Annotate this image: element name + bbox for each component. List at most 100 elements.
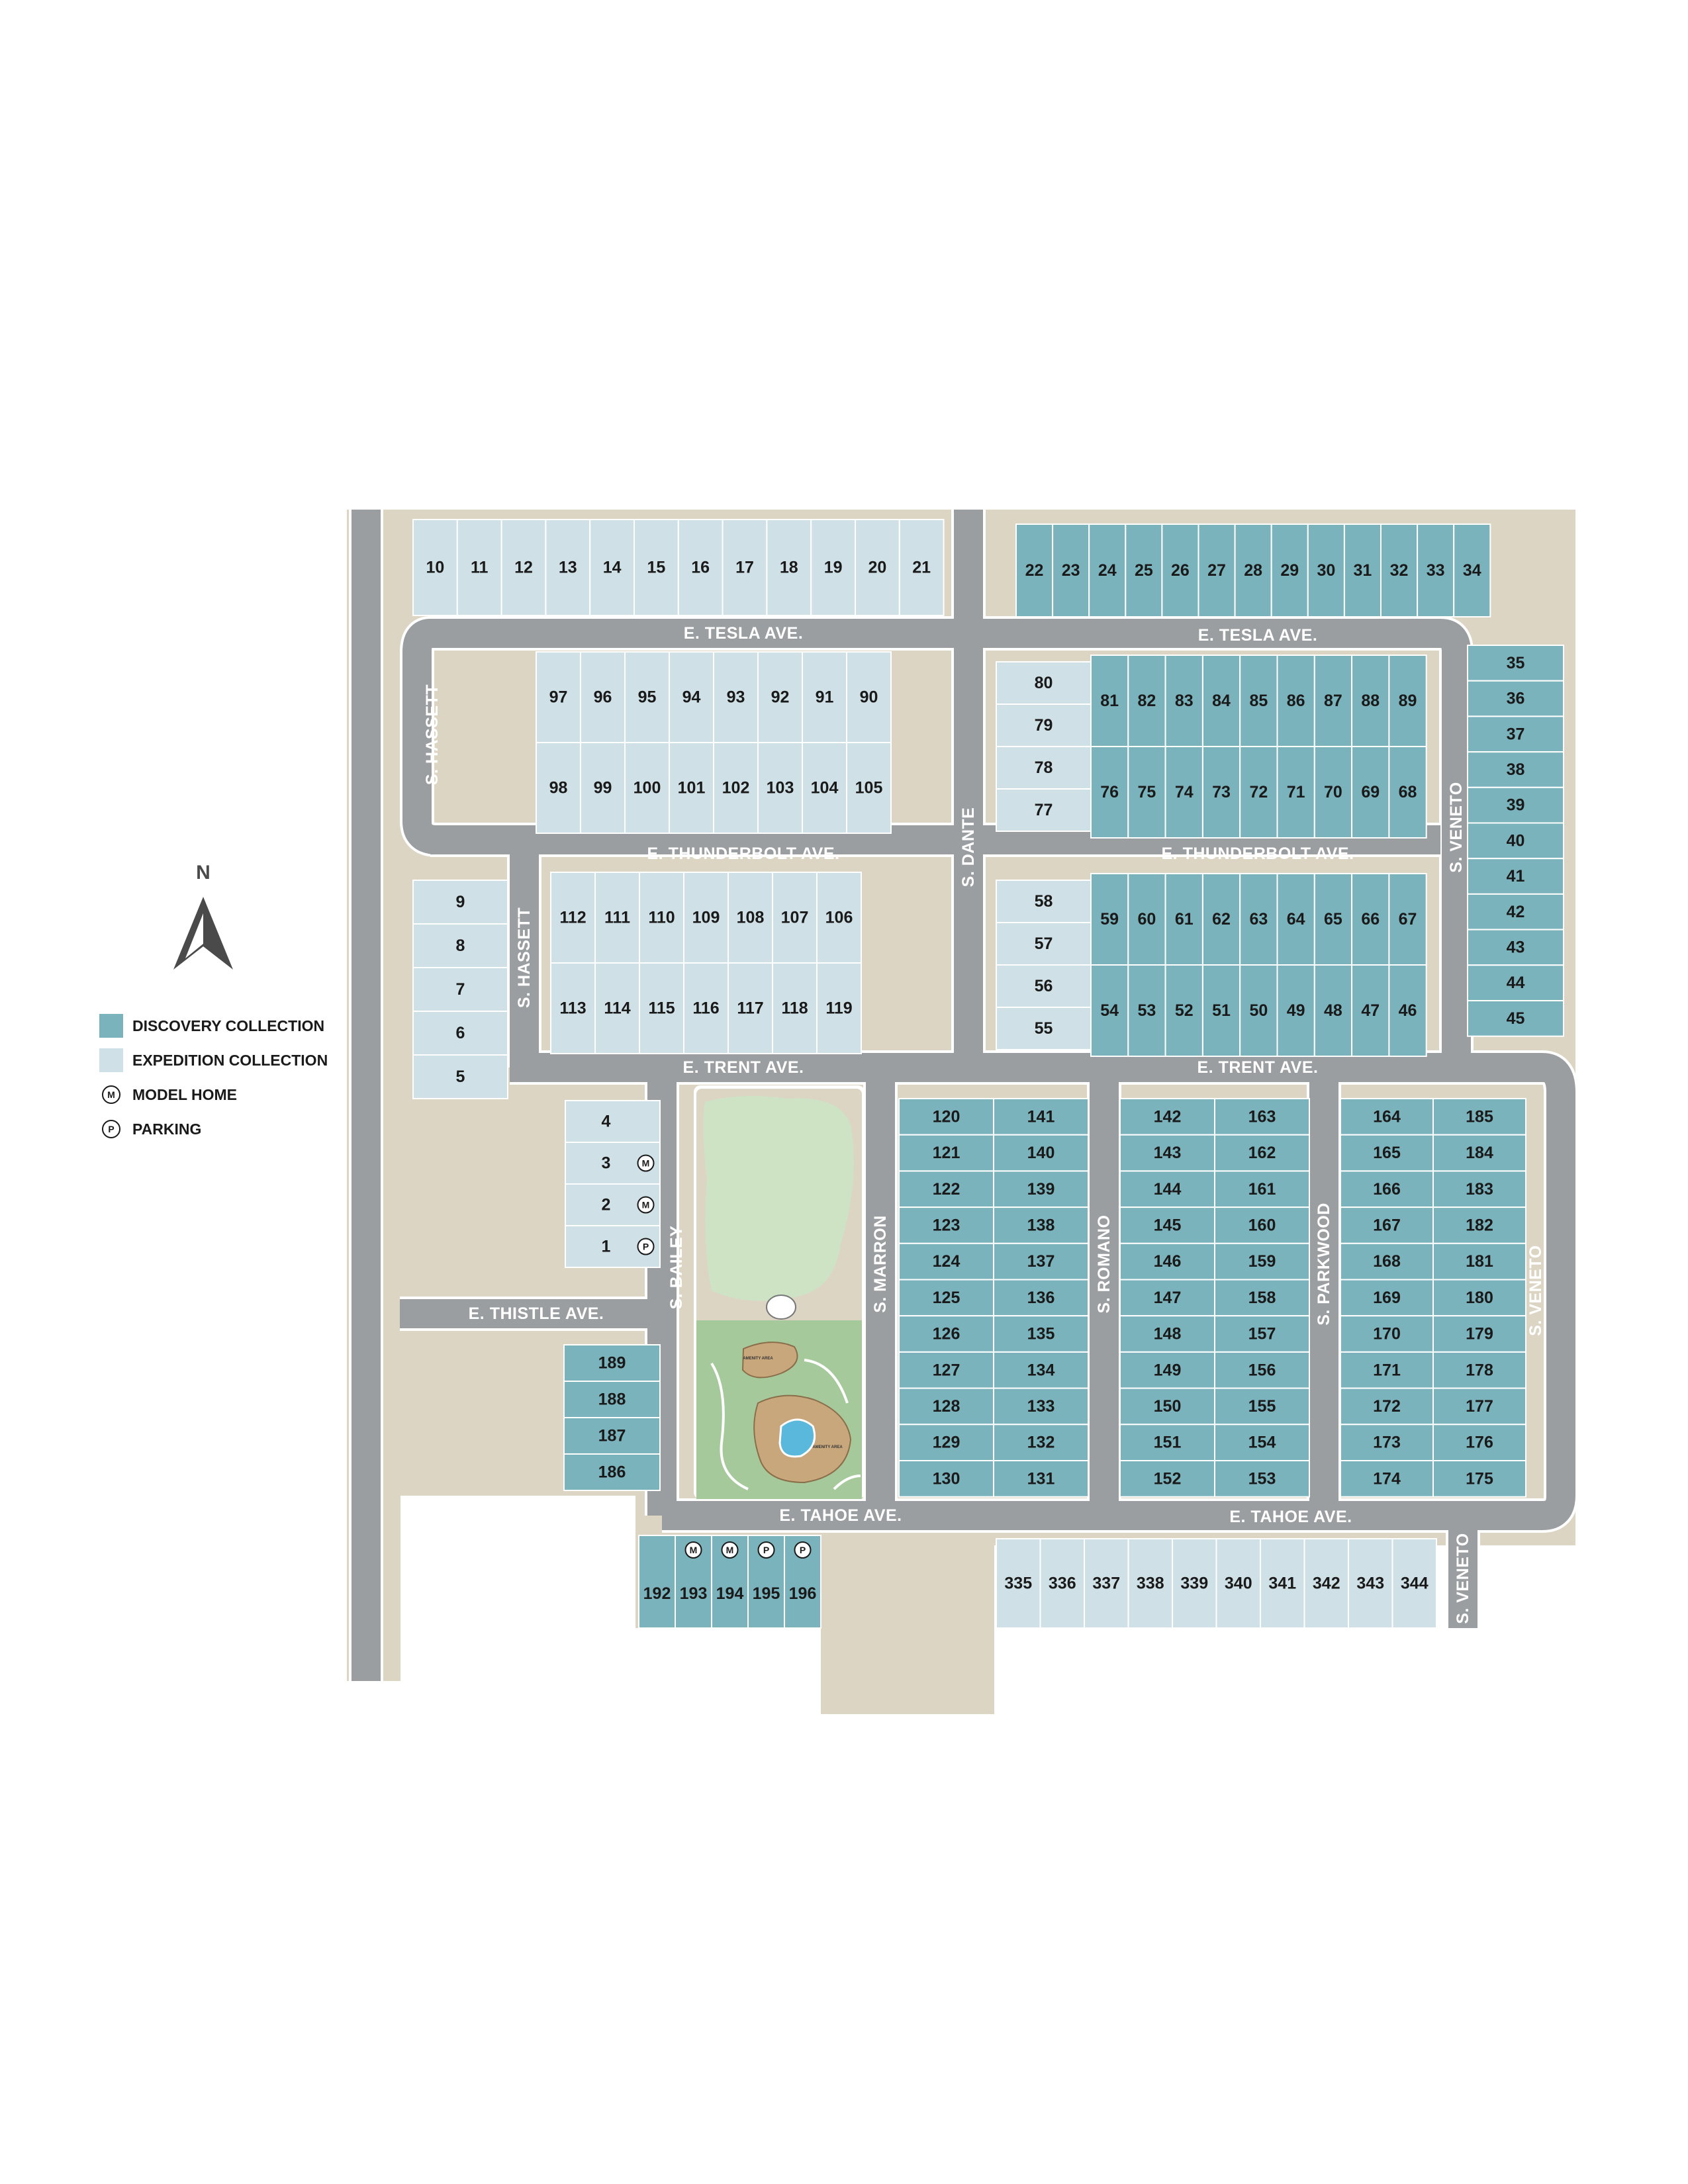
lot-183[interactable] bbox=[1432, 1170, 1526, 1208]
lot-342[interactable] bbox=[1303, 1538, 1349, 1629]
lot-68[interactable] bbox=[1388, 746, 1427, 839]
lot-50[interactable] bbox=[1239, 964, 1278, 1057]
lot-67[interactable] bbox=[1388, 873, 1427, 966]
lot-22[interactable] bbox=[1015, 523, 1054, 617]
lot-186[interactable] bbox=[563, 1453, 661, 1491]
lot-160[interactable] bbox=[1214, 1206, 1310, 1244]
lot-112[interactable] bbox=[550, 872, 596, 964]
lot-71[interactable] bbox=[1276, 746, 1315, 839]
lot-48[interactable] bbox=[1313, 964, 1353, 1057]
lot-93[interactable] bbox=[713, 651, 759, 743]
lot-9[interactable] bbox=[412, 880, 508, 925]
lot-36[interactable] bbox=[1467, 680, 1564, 717]
lot-110[interactable] bbox=[639, 872, 684, 964]
lot-39[interactable] bbox=[1467, 786, 1564, 824]
lot-87[interactable] bbox=[1313, 655, 1353, 747]
lot-8[interactable] bbox=[412, 923, 508, 968]
lot-162[interactable] bbox=[1214, 1134, 1310, 1172]
lot-116[interactable] bbox=[683, 962, 729, 1054]
lot-12[interactable] bbox=[500, 519, 547, 616]
lot-192[interactable] bbox=[638, 1535, 676, 1629]
lot-108[interactable] bbox=[727, 872, 773, 964]
lot-24[interactable] bbox=[1088, 523, 1127, 617]
lot-341[interactable] bbox=[1260, 1538, 1305, 1629]
lot-111[interactable] bbox=[594, 872, 640, 964]
lot-69[interactable] bbox=[1351, 746, 1390, 839]
lot-177[interactable] bbox=[1432, 1387, 1526, 1426]
lot-72[interactable] bbox=[1239, 746, 1278, 839]
lot-42[interactable] bbox=[1467, 893, 1564, 931]
lot-337[interactable] bbox=[1084, 1538, 1129, 1629]
lot-148[interactable] bbox=[1119, 1315, 1215, 1353]
lot-37[interactable] bbox=[1467, 715, 1564, 753]
lot-147[interactable] bbox=[1119, 1279, 1215, 1317]
lot-124[interactable] bbox=[898, 1242, 994, 1281]
lot-340[interactable] bbox=[1215, 1538, 1261, 1629]
lot-61[interactable] bbox=[1164, 873, 1203, 966]
lot-128[interactable] bbox=[898, 1387, 994, 1426]
lot-185[interactable] bbox=[1432, 1098, 1526, 1136]
lot-91[interactable] bbox=[802, 651, 847, 743]
lot-175[interactable] bbox=[1432, 1460, 1526, 1498]
lot-52[interactable] bbox=[1164, 964, 1203, 1057]
lot-338[interactable] bbox=[1127, 1538, 1173, 1629]
lot-119[interactable] bbox=[816, 962, 862, 1054]
lot-115[interactable] bbox=[639, 962, 684, 1054]
lot-101[interactable] bbox=[669, 742, 714, 834]
lot-153[interactable] bbox=[1214, 1460, 1310, 1498]
lot-95[interactable] bbox=[624, 651, 670, 743]
lot-45[interactable] bbox=[1467, 1000, 1564, 1037]
lot-76[interactable] bbox=[1090, 746, 1129, 839]
lot-82[interactable] bbox=[1127, 655, 1166, 747]
lot-103[interactable] bbox=[757, 742, 803, 834]
lot-131[interactable] bbox=[993, 1460, 1089, 1498]
lot-34[interactable] bbox=[1453, 523, 1491, 617]
lot-55[interactable] bbox=[996, 1007, 1092, 1050]
lot-64[interactable] bbox=[1276, 873, 1315, 966]
lot-57[interactable] bbox=[996, 922, 1092, 966]
lot-73[interactable] bbox=[1201, 746, 1241, 839]
lot-105[interactable] bbox=[846, 742, 892, 834]
lot-146[interactable] bbox=[1119, 1242, 1215, 1281]
lot-51[interactable] bbox=[1201, 964, 1241, 1057]
lot-35[interactable] bbox=[1467, 645, 1564, 682]
lot-143[interactable] bbox=[1119, 1134, 1215, 1172]
lot-189[interactable] bbox=[563, 1344, 661, 1382]
lot-5[interactable] bbox=[412, 1054, 508, 1099]
lot-102[interactable] bbox=[713, 742, 759, 834]
lot-65[interactable] bbox=[1313, 873, 1353, 966]
lot-63[interactable] bbox=[1239, 873, 1278, 966]
lot-188[interactable] bbox=[563, 1381, 661, 1418]
lot-75[interactable] bbox=[1127, 746, 1166, 839]
lot-106[interactable] bbox=[816, 872, 862, 964]
lot-125[interactable] bbox=[898, 1279, 994, 1317]
lot-85[interactable] bbox=[1239, 655, 1278, 747]
lot-96[interactable] bbox=[580, 651, 626, 743]
lot-123[interactable] bbox=[898, 1206, 994, 1244]
lot-88[interactable] bbox=[1351, 655, 1390, 747]
lot-99[interactable] bbox=[580, 742, 626, 834]
lot-149[interactable] bbox=[1119, 1351, 1215, 1389]
lot-151[interactable] bbox=[1119, 1424, 1215, 1462]
lot-20[interactable] bbox=[855, 519, 900, 616]
lot-114[interactable] bbox=[594, 962, 640, 1054]
lot-117[interactable] bbox=[727, 962, 773, 1054]
lot-77[interactable] bbox=[996, 788, 1092, 832]
lot-58[interactable] bbox=[996, 880, 1092, 923]
lot-81[interactable] bbox=[1090, 655, 1129, 747]
lot-157[interactable] bbox=[1214, 1315, 1310, 1353]
lot-180[interactable] bbox=[1432, 1279, 1526, 1317]
lot-27[interactable] bbox=[1197, 523, 1236, 617]
lot-49[interactable] bbox=[1276, 964, 1315, 1057]
lot-21[interactable] bbox=[898, 519, 945, 616]
lot-11[interactable] bbox=[456, 519, 502, 616]
lot-339[interactable] bbox=[1172, 1538, 1217, 1629]
lot-161[interactable] bbox=[1214, 1170, 1310, 1208]
lot-19[interactable] bbox=[810, 519, 856, 616]
lot-94[interactable] bbox=[669, 651, 714, 743]
lot-182[interactable] bbox=[1432, 1206, 1526, 1244]
lot-107[interactable] bbox=[772, 872, 818, 964]
lot-163[interactable] bbox=[1214, 1098, 1310, 1136]
lot-179[interactable] bbox=[1432, 1315, 1526, 1353]
lot-29[interactable] bbox=[1270, 523, 1309, 617]
